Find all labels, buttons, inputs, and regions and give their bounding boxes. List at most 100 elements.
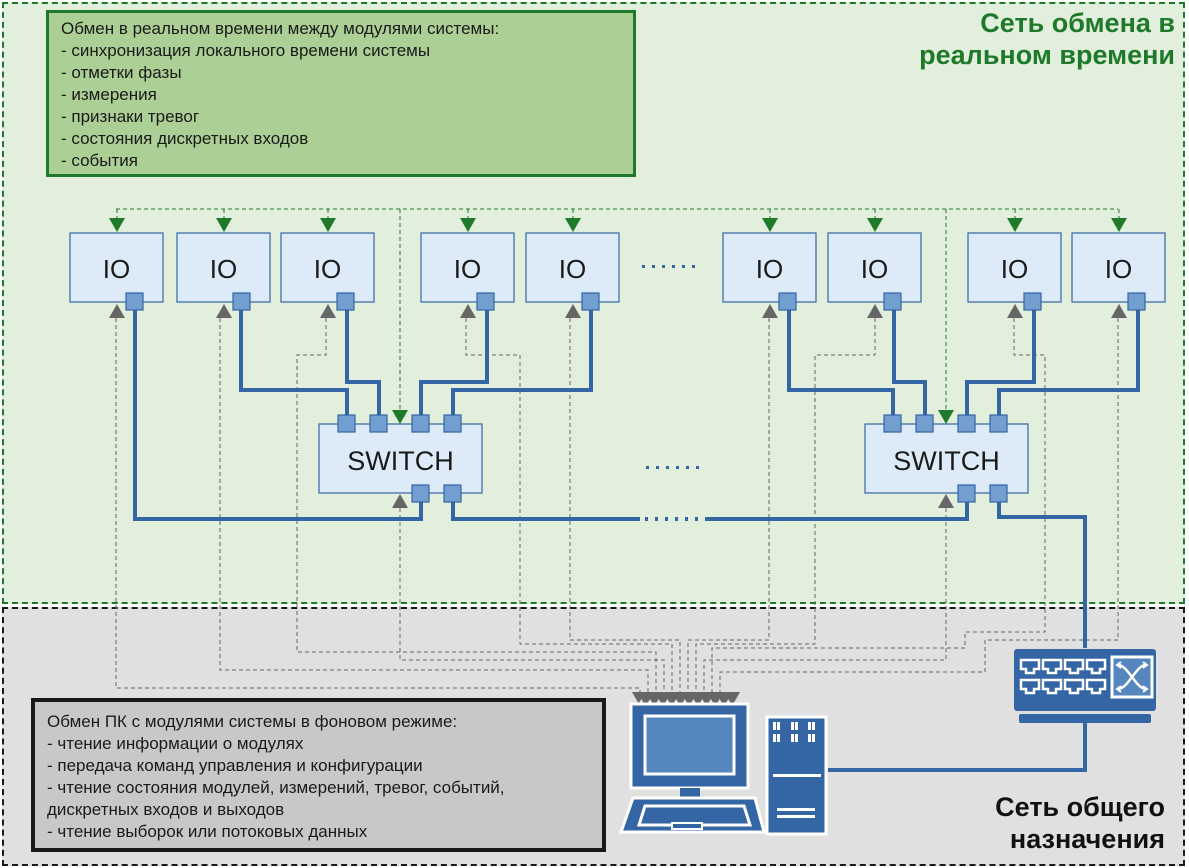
rj45-port-icon xyxy=(1085,658,1107,675)
io-label: IO xyxy=(454,254,481,284)
io-port xyxy=(336,292,355,311)
io-label: IO xyxy=(210,254,237,284)
note-item: - события xyxy=(61,151,138,170)
title-line: Сеть общего xyxy=(995,792,1165,822)
switch-port xyxy=(989,484,1008,503)
ethernet-link xyxy=(133,310,423,521)
io-label: IO xyxy=(103,254,130,284)
note-item: - чтение информации о модулях xyxy=(47,734,304,753)
io-module-box xyxy=(69,232,164,303)
note-item: - признаки тревог xyxy=(61,107,200,126)
sync-arrow-icon xyxy=(320,218,336,232)
io-port xyxy=(778,292,797,311)
realtime-network-title: Сеть обмена в реальном времени xyxy=(919,7,1175,71)
service-line xyxy=(115,318,641,694)
io-module-box xyxy=(176,232,271,303)
sync-arrow-icon xyxy=(1007,218,1023,232)
general-network-title: Сеть общего назначения xyxy=(995,791,1165,855)
io-label: IO xyxy=(1001,254,1028,284)
service-line xyxy=(703,508,947,694)
title-line: назначения xyxy=(1009,824,1165,854)
ethernet-link xyxy=(828,723,1087,772)
service-lines xyxy=(109,304,1127,694)
switch-box xyxy=(318,423,483,494)
sync-lines xyxy=(109,208,1127,424)
io-port xyxy=(1023,292,1042,311)
io-port xyxy=(883,292,902,311)
service-arrow-icon xyxy=(565,304,581,318)
ethernet-links xyxy=(133,310,1140,772)
link-ellipsis-dot xyxy=(675,517,678,521)
ethernet-link xyxy=(965,310,1036,420)
switch-port xyxy=(337,414,356,433)
io-module: IO xyxy=(827,232,922,303)
switch-port xyxy=(989,414,1008,433)
sync-arrow-icon xyxy=(565,218,581,232)
switch: SWITCH xyxy=(318,423,483,494)
switch-port xyxy=(443,484,462,503)
switch-port xyxy=(369,414,388,433)
io-module-box xyxy=(420,232,515,303)
service-arrow-icon xyxy=(1111,304,1127,318)
note-item: - передача команд управления и конфигура… xyxy=(47,756,423,775)
io-label: IO xyxy=(559,254,586,284)
service-arrow-icon xyxy=(320,304,336,318)
switch-ellipsis xyxy=(646,466,699,469)
switch-label: SWITCH xyxy=(347,446,453,476)
note-heading: Обмен ПК с модулями системы в фоновом ре… xyxy=(47,712,458,731)
io-module: IO xyxy=(525,232,620,303)
io-label: IO xyxy=(314,254,341,284)
title-line: Сеть обмена в xyxy=(980,8,1175,38)
sync-arrow-icon xyxy=(867,218,883,232)
note-item: - измерения xyxy=(61,85,157,104)
service-line xyxy=(719,318,1119,694)
io-label: IO xyxy=(861,254,888,284)
ethernet-link xyxy=(451,500,640,521)
service-line xyxy=(687,318,770,694)
link-ellipsis-dot xyxy=(685,517,688,521)
rj45-port-icon xyxy=(1085,678,1107,695)
ethernet-link xyxy=(239,310,349,420)
ethernet-link xyxy=(892,310,927,420)
io-module: IO xyxy=(420,232,515,303)
io-module-box xyxy=(1071,232,1166,303)
ethernet-link xyxy=(451,310,593,420)
service-line xyxy=(296,318,657,694)
ethernet-link xyxy=(997,500,1087,648)
sync-arrow-icon xyxy=(938,410,954,424)
service-line xyxy=(219,318,649,694)
io-module-box xyxy=(827,232,922,303)
io-port xyxy=(232,292,251,311)
io-port xyxy=(581,292,600,311)
switch-port xyxy=(957,414,976,433)
rj45-port-icon xyxy=(1041,678,1063,695)
note-item: - чтение состояния модулей, измерений, т… xyxy=(47,778,505,797)
pc-icon xyxy=(618,692,766,834)
io-module: IO xyxy=(69,232,164,303)
note-item: - синхронизация локального времени систе… xyxy=(61,41,431,60)
link-ellipsis-dot xyxy=(695,517,698,521)
switch-box xyxy=(864,423,1029,494)
ethernet-link xyxy=(787,310,895,420)
rj45-port-icon xyxy=(1041,658,1063,675)
ethernet-link xyxy=(705,500,969,521)
io-module: IO xyxy=(722,232,817,303)
service-line xyxy=(711,318,1046,694)
ethernet-link xyxy=(419,310,489,420)
io-module: IO xyxy=(280,232,375,303)
rj45-port-icon xyxy=(1063,678,1085,695)
switch-port xyxy=(957,484,976,503)
io-label: IO xyxy=(1105,254,1132,284)
link-ellipsis-dot xyxy=(645,517,648,521)
io-module-box xyxy=(525,232,620,303)
ethernet-link xyxy=(997,310,1140,420)
background-exchange-note: Обмен ПК с модулями системы в фоновом ре… xyxy=(31,698,606,852)
service-arrow-icon xyxy=(460,304,476,318)
sync-arrow-icon xyxy=(1111,218,1127,232)
io-module: IO xyxy=(967,232,1062,303)
ethernet-switch-icon xyxy=(1014,649,1156,723)
io-module-box xyxy=(722,232,817,303)
io-port xyxy=(476,292,495,311)
io-module: IO xyxy=(176,232,271,303)
